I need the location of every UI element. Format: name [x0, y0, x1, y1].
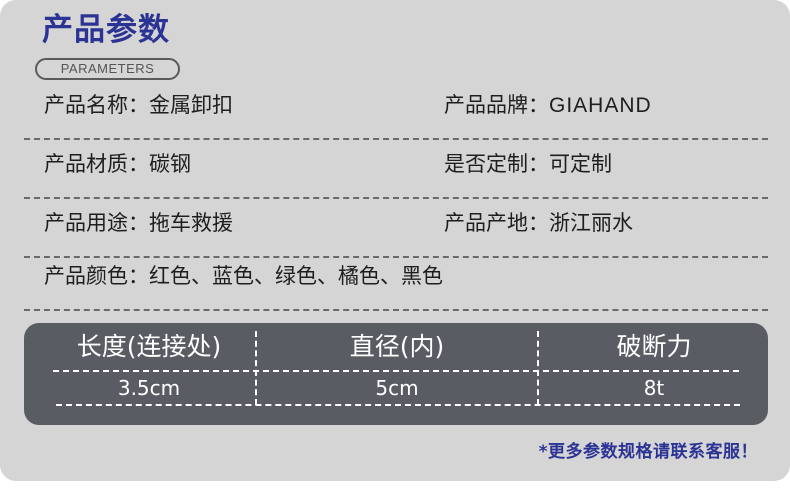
- spec-value-diameter: 5cm: [375, 376, 419, 400]
- param-colors: 产品颜色：红色、蓝色、绿色、橘色、黑色: [44, 253, 443, 299]
- column-divider: [255, 331, 257, 405]
- spec-header-diameter: 直径(内): [349, 332, 445, 361]
- param-customizable: 是否定制：可定制: [444, 141, 612, 187]
- spec-table: 长度(连接处) 直径(内) 破断力 3.5cm 5cm 8t: [24, 323, 768, 425]
- page-title: 产品参数: [42, 12, 170, 48]
- param-value: 红色、蓝色、绿色、橘色、黑色: [149, 264, 443, 288]
- table-divider: [53, 370, 739, 372]
- param-label: 是否定制：: [444, 152, 549, 176]
- parameters-badge: PARAMETERS: [35, 58, 180, 80]
- param-brand: 产品品牌：GIAHAND: [444, 82, 652, 128]
- param-value: 金属卸扣: [149, 93, 233, 117]
- param-label: 产品用途：: [44, 211, 149, 235]
- product-params-card: 产品参数 PARAMETERS 产品名称：金属卸扣 产品品牌：GIAHAND 产…: [0, 0, 790, 481]
- spec-value-length: 3.5cm: [117, 376, 181, 400]
- param-value: GIAHAND: [549, 94, 652, 117]
- row-divider: [24, 256, 768, 258]
- param-material: 产品材质：碳钢: [44, 141, 191, 187]
- param-label: 产品品牌：: [444, 93, 549, 117]
- table-divider: [56, 404, 740, 406]
- param-label: 产品名称：: [44, 93, 149, 117]
- row-divider: [24, 197, 768, 199]
- param-label: 产品产地：: [444, 211, 549, 235]
- param-usage: 产品用途：拖车救援: [44, 200, 233, 246]
- param-row: 产品名称：金属卸扣 产品品牌：GIAHAND: [24, 82, 768, 140]
- column-divider: [537, 331, 539, 405]
- param-row: 产品颜色：红色、蓝色、绿色、橘色、黑色: [24, 253, 768, 311]
- param-label: 产品材质：: [44, 152, 149, 176]
- spec-header-length: 长度(连接处): [76, 332, 222, 361]
- param-value: 碳钢: [149, 152, 191, 176]
- row-divider: [24, 138, 768, 140]
- row-divider: [24, 309, 768, 311]
- param-row: 产品用途：拖车救援 产品产地：浙江丽水: [24, 200, 768, 258]
- param-label: 产品颜色：: [44, 264, 149, 288]
- spec-value-breaking-force: 8t: [643, 376, 665, 400]
- spec-header-breaking-force: 破断力: [616, 332, 692, 361]
- param-value: 拖车救援: [149, 211, 233, 235]
- footer-note: *更多参数规格请联系客服！: [538, 442, 758, 462]
- param-value: 浙江丽水: [549, 211, 633, 235]
- param-origin: 产品产地：浙江丽水: [444, 200, 633, 246]
- param-value: 可定制: [549, 152, 612, 176]
- param-row: 产品材质：碳钢 是否定制：可定制: [24, 141, 768, 199]
- param-name: 产品名称：金属卸扣: [44, 82, 233, 128]
